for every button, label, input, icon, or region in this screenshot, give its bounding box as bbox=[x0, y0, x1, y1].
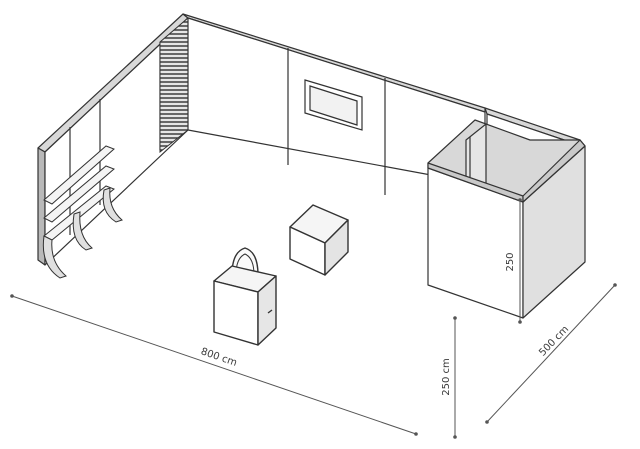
cabin-height-dimension: 250 bbox=[505, 198, 522, 324]
width-dimension-label: 800 cm bbox=[199, 346, 238, 369]
storage-cabin bbox=[427, 107, 586, 319]
reception-counter bbox=[213, 247, 277, 346]
height-dimension-label: 250 cm bbox=[441, 358, 452, 396]
wall-shelves bbox=[42, 145, 123, 279]
depth-dimension-label: 500 cm bbox=[537, 324, 571, 359]
height-dimension: 250 cm bbox=[441, 316, 457, 439]
cube-display bbox=[289, 204, 349, 276]
cabin-height-dimension-label: 250 bbox=[505, 252, 516, 271]
wall-screen bbox=[304, 79, 363, 131]
slatwall-panel bbox=[159, 16, 189, 154]
